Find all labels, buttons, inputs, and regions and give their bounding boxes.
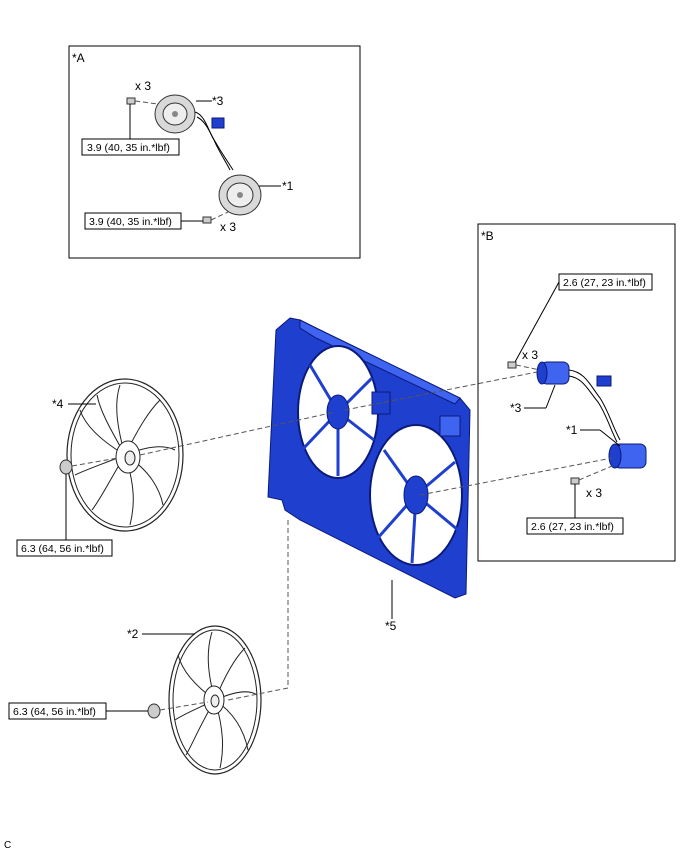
- part-1-label-b: *1: [566, 423, 578, 437]
- torque-box-a-top: [81, 138, 180, 156]
- bolt-a-top: [126, 97, 159, 105]
- torque-box-fan-4: [16, 539, 113, 557]
- torque-box-b-bottom: [526, 517, 624, 535]
- inset-b-label: *B: [481, 229, 494, 243]
- torque-box-a-bottom: [84, 212, 182, 230]
- inset-a-label: *A: [72, 51, 85, 65]
- qty-a-top: x 3: [135, 79, 151, 93]
- qty-b-bottom: x 3: [586, 486, 602, 500]
- bolt-b-bottom: [570, 465, 613, 485]
- fan-shroud-5: [267, 317, 471, 599]
- part-2-label: *2: [127, 627, 139, 641]
- torque-fan-2: 6.3 (64, 56 in.*lbf): [13, 706, 96, 718]
- part-4-label: *4: [52, 397, 64, 411]
- part-1-label-a: *1: [282, 179, 294, 193]
- bolt-b-top: [507, 361, 541, 371]
- torque-b-top: 2.6 (27, 23 in.*lbf): [563, 277, 646, 289]
- inset-a: *A x 3 *3 *1 x 3: [68, 45, 361, 259]
- motor-3-inset-b: [536, 361, 621, 443]
- part-3-label-a: *3: [212, 94, 224, 108]
- inset-b: *B 2.6 (27, 23 in.*lbf) x 3 *3 *1: [477, 223, 676, 562]
- qty-a-bottom: x 3: [220, 220, 236, 234]
- torque-fan-4: 6.3 (64, 56 in.*lbf): [21, 543, 104, 555]
- motor-3-inset-a: [154, 94, 234, 171]
- fan-2: [168, 625, 262, 775]
- motor-1-inset-a: [218, 174, 262, 216]
- motor-1-inset-b: [608, 443, 647, 469]
- torque-a-top: 3.9 (40, 35 in.*lbf): [87, 142, 170, 154]
- inset-b-frame: [477, 223, 676, 562]
- fan-4: [66, 378, 184, 532]
- qty-b-top: x 3: [522, 348, 538, 362]
- alignment-lines: [139, 371, 613, 701]
- part-5-label: *5: [385, 619, 397, 633]
- torque-box-fan-2: [8, 702, 107, 720]
- torque-b-bottom: 2.6 (27, 23 in.*lbf): [531, 521, 614, 533]
- corner-code: C: [4, 840, 11, 851]
- part-3-label-b: *3: [510, 401, 522, 415]
- inset-a-frame: [68, 45, 361, 259]
- bolt-a-bottom: [202, 211, 229, 224]
- torque-a-bottom: 3.9 (40, 35 in.*lbf): [89, 216, 172, 228]
